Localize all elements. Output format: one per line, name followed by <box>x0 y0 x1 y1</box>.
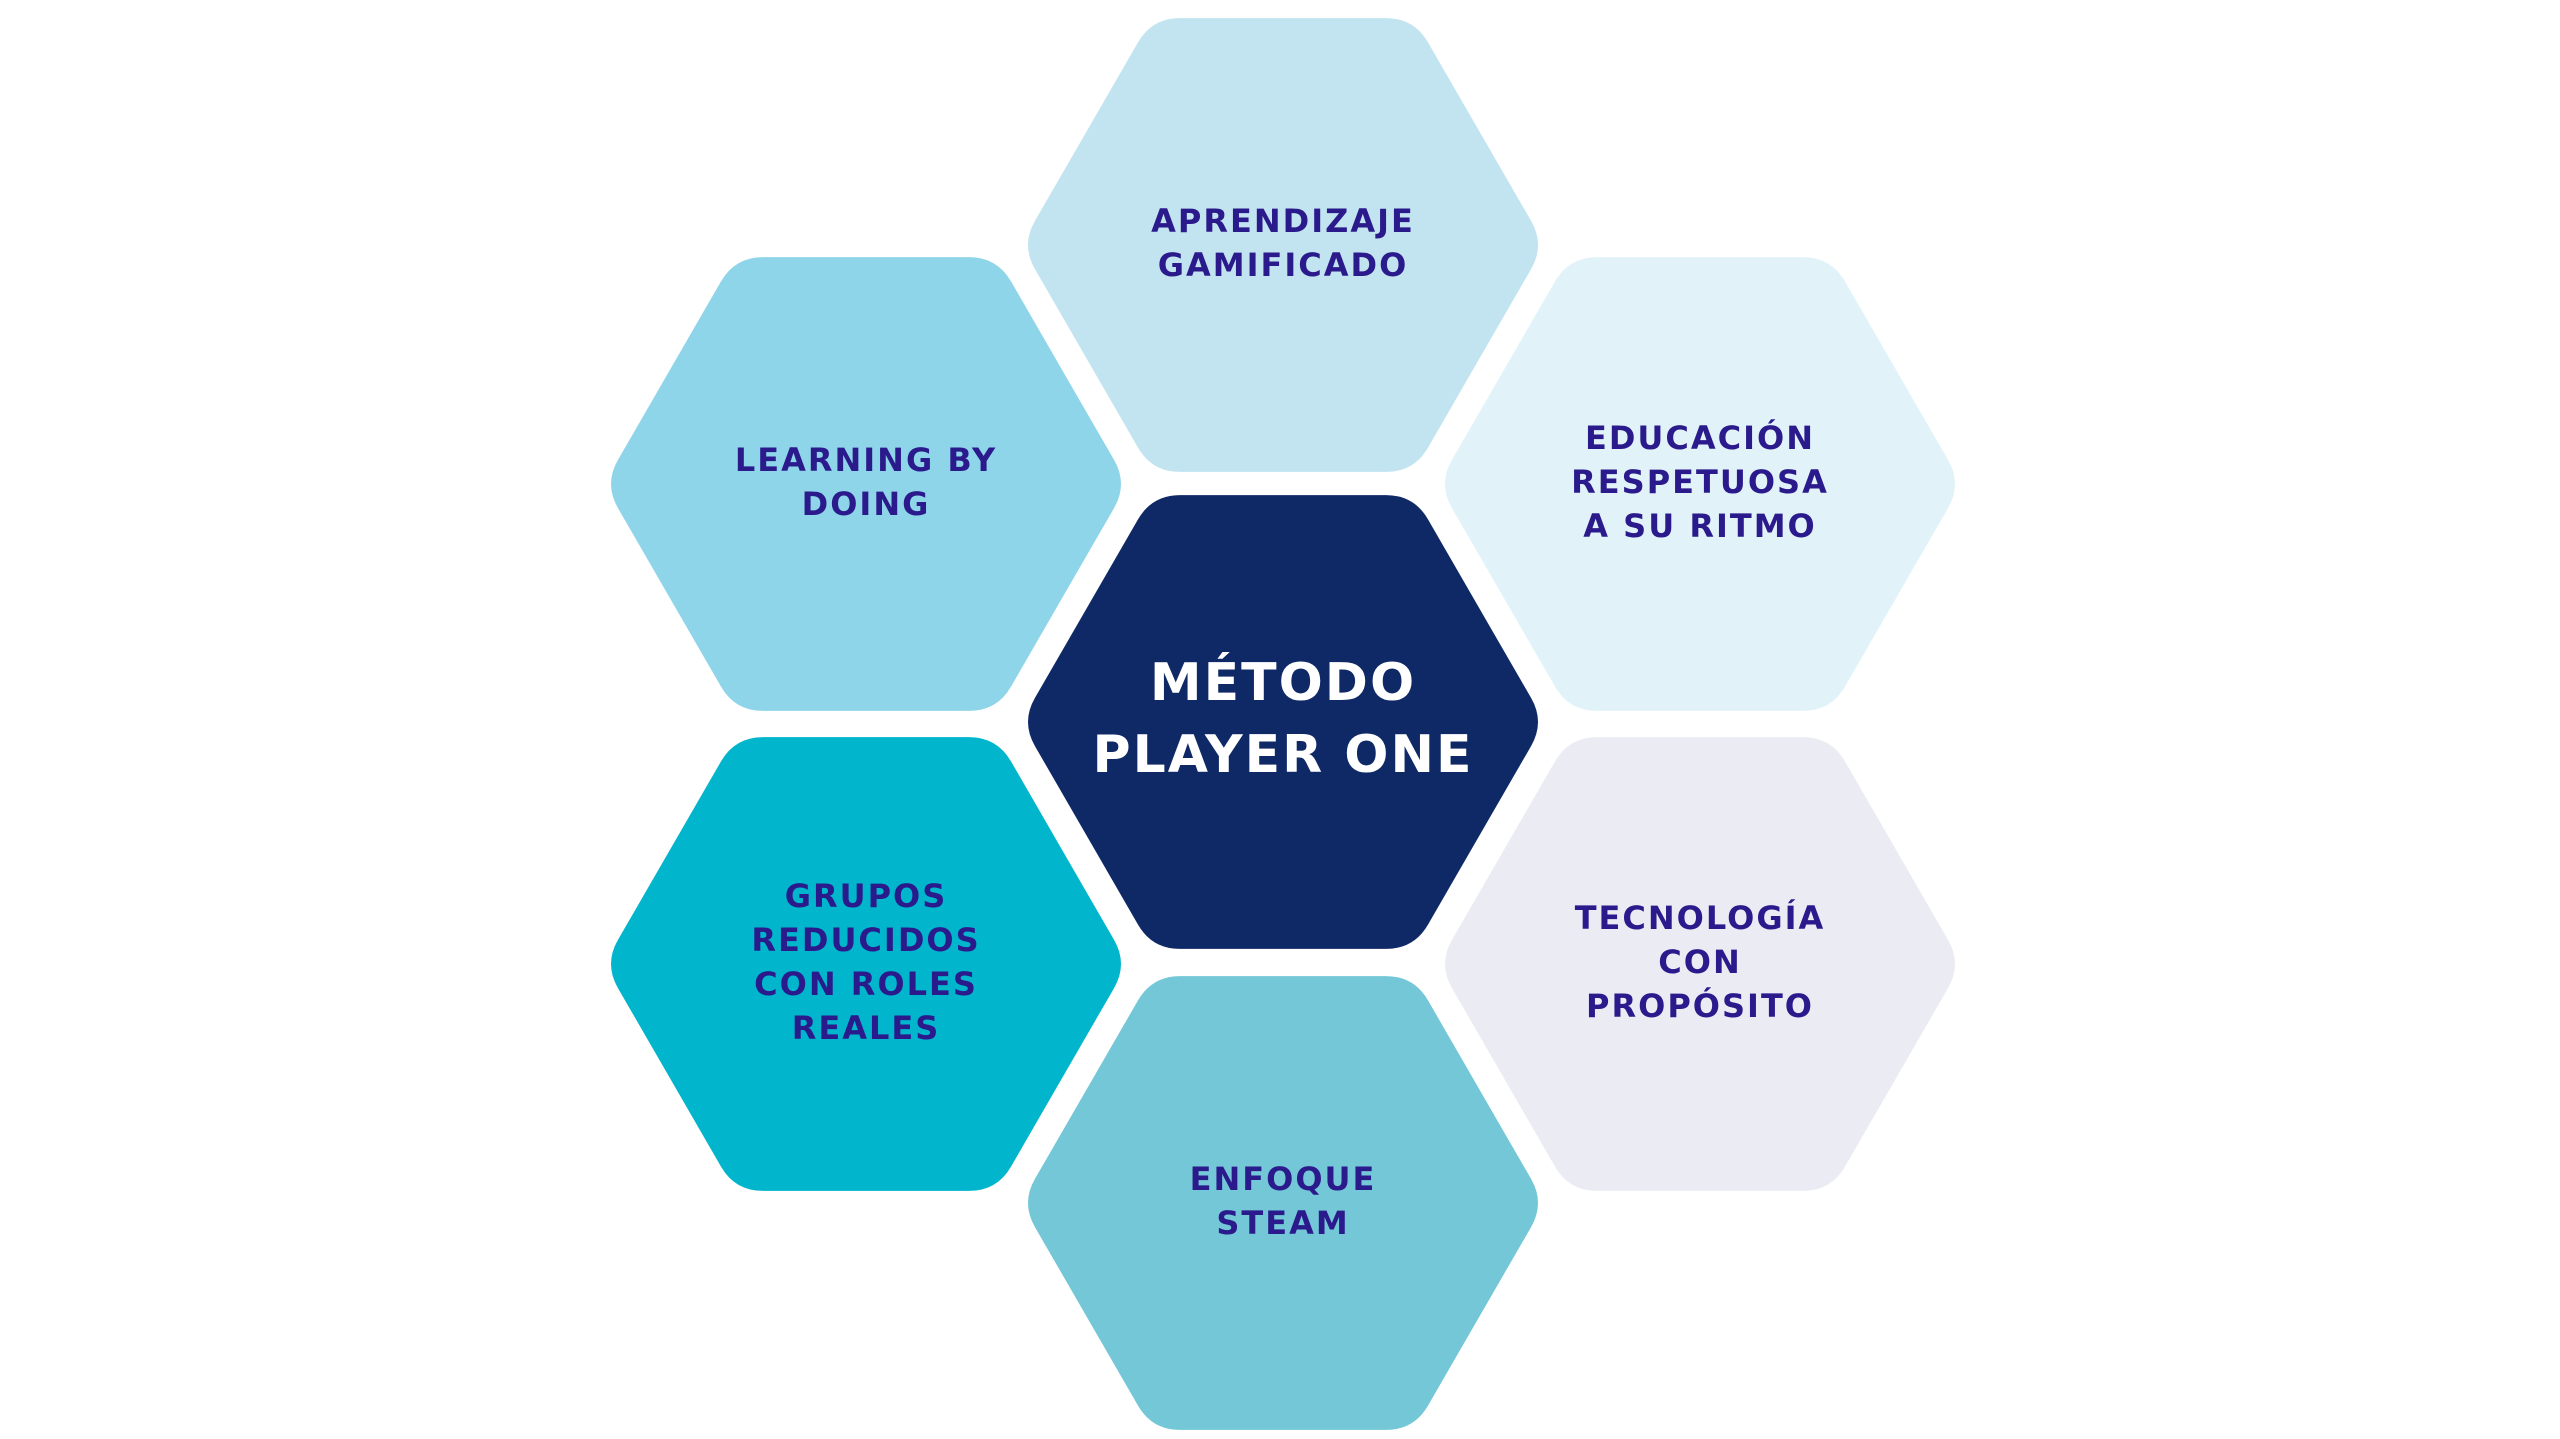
hexagon-label-upper-right: EDUCACIÓN <box>1585 418 1815 457</box>
hexagon-shape-bottom <box>1028 976 1538 1430</box>
hexagon-upper-left: LEARNING BY DOING <box>611 257 1121 711</box>
hexagon-shape-lower-left <box>611 737 1121 1191</box>
hexagon-label-upper-left: DOING <box>802 485 931 523</box>
hexagon-label-top: GAMIFICADO <box>1158 246 1409 284</box>
hexagon-shape-center <box>1028 495 1538 949</box>
hexagon-shape-lower-right <box>1445 737 1955 1191</box>
hexagon-label-lower-left: REDUCIDOS <box>751 921 980 959</box>
hexagon-top: APRENDIZAJE GAMIFICADO <box>1028 18 1538 472</box>
hexagon-label-lower-left: CON ROLES <box>754 965 978 1003</box>
hexagon-shape-upper-right <box>1445 257 1955 711</box>
hexagon-lower-right: TECNOLOGÍA CON PROPÓSITO <box>1445 737 1955 1191</box>
hexagon-bottom: ENFOQUE STEAM <box>1028 976 1538 1430</box>
hexagon-upper-right: EDUCACIÓN RESPETUOSA A SU RITMO <box>1445 257 1955 711</box>
hexagon-layer: APRENDIZAJE GAMIFICADO LEARNING BY DOING EDU… <box>611 18 1955 1430</box>
hexagon-label-lower-left: GRUPOS <box>785 877 948 915</box>
hexagon-label-lower-left: REALES <box>792 1009 941 1047</box>
hexagon-label-center: MÉTODO <box>1150 652 1416 713</box>
hexagon-label-lower-right: TECNOLOGÍA <box>1575 899 1826 937</box>
hexagon-label-bottom: STEAM <box>1216 1204 1349 1242</box>
hexagon-shape-top <box>1028 18 1538 472</box>
hexagon-label-lower-right: CON <box>1658 943 1741 981</box>
hexagon-label-bottom: ENFOQUE <box>1190 1160 1377 1198</box>
hexagon-label-upper-right: RESPETUOSA <box>1571 463 1829 501</box>
hexagon-label-upper-left: LEARNING BY <box>735 441 997 479</box>
hexagon-label-upper-right: A SU RITMO <box>1583 507 1817 545</box>
hexagon-label-lower-right: PROPÓSITO <box>1586 986 1814 1025</box>
hexagon-lower-left: GRUPOS REDUCIDOS CON ROLES REALES <box>611 737 1121 1191</box>
hexagon-label-center: PLAYER ONE <box>1092 725 1473 785</box>
hexagon-shape-upper-left <box>611 257 1121 711</box>
hexagon-center: MÉTODO PLAYER ONE <box>1028 495 1538 949</box>
hexagon-label-top: APRENDIZAJE <box>1151 202 1415 240</box>
